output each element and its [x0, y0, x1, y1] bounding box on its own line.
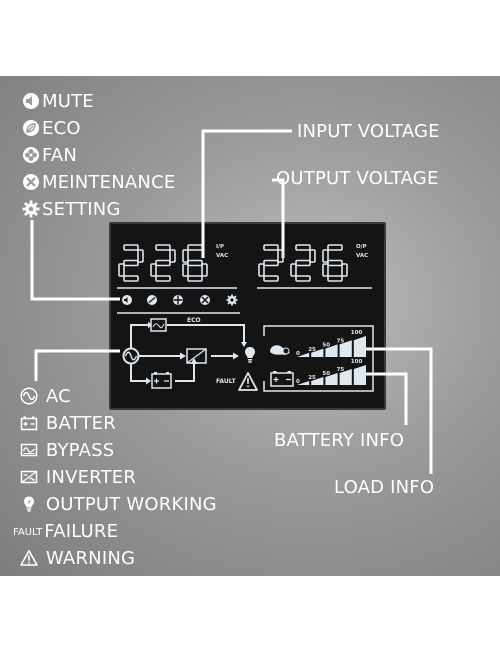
callout-output-voltage: OUTPUT VOLTAGE — [276, 168, 439, 189]
legend-label: SETTING — [42, 199, 121, 220]
legend-label: INVERTER — [45, 467, 137, 488]
battery-bar-graph — [297, 365, 366, 385]
input-tag-bottom: VAC — [216, 253, 228, 259]
lcd-eco-label: ECO — [187, 317, 201, 324]
scale-tick-label: 25 — [308, 375, 316, 381]
lcd-warning-icon — [238, 372, 258, 391]
leader-load — [355, 347, 433, 474]
segment-digit — [258, 244, 284, 282]
segment-digit — [150, 244, 176, 282]
scale-tick-label: 0 — [296, 379, 300, 385]
battery-icon — [20, 416, 38, 431]
lcd-fan-icon — [173, 295, 183, 305]
scale-tick-label: 50 — [322, 371, 330, 377]
bar-segment — [353, 365, 366, 385]
output-voltage-digits — [258, 244, 348, 282]
legend-label: ECO — [42, 118, 81, 139]
legend-label: FAILURE — [44, 521, 119, 542]
callout-load-info: LOAD INFO — [334, 477, 435, 498]
segment-digit — [182, 244, 208, 282]
legend-label: BYPASS — [45, 440, 115, 461]
legend-label: MUTE — [42, 91, 94, 112]
output-tag-top: O/P — [356, 244, 367, 250]
warning-icon — [20, 550, 38, 566]
battery-scale-ticks: 0 25 50 75 100 — [296, 359, 362, 385]
segment-digit — [322, 244, 348, 282]
eco-icon — [23, 120, 39, 136]
legend-battery: BATTER — [20, 414, 116, 434]
legend-maintenance: MEINTENANCE — [22, 173, 175, 193]
segment-digit — [118, 244, 144, 282]
bar-segment — [325, 344, 338, 357]
bar-segment — [339, 369, 352, 385]
inverter-icon — [20, 470, 38, 484]
legend-fan: FAN — [22, 146, 77, 166]
legend-mute: MUTE — [22, 92, 94, 112]
lcd-eco-icon — [147, 295, 157, 305]
legend-label: FAN — [42, 145, 78, 166]
bar-segment — [297, 381, 310, 385]
callout-input-voltage: INPUT VOLTAGE — [297, 121, 440, 142]
leader-setting — [30, 220, 120, 301]
legend-eco: ECO — [22, 119, 81, 139]
legend-label: AC — [45, 386, 71, 407]
leader-input — [201, 129, 292, 258]
lcd-battery-icon — [151, 373, 172, 389]
input-tag-top: I/P — [216, 244, 224, 250]
load-bar-graph — [297, 336, 366, 357]
load-scale-ticks: 0 25 50 75 100 — [296, 330, 362, 357]
bar-segment — [297, 352, 310, 357]
fan-icon — [23, 147, 39, 163]
legend-inverter: INVERTER — [20, 468, 136, 488]
lcd-fault-label: FAULT — [216, 378, 237, 385]
lcd-setting-icon — [226, 294, 238, 306]
scale-tick-label: 100 — [351, 330, 363, 336]
legend-label: WARNING — [45, 548, 136, 569]
bar-segment — [311, 348, 324, 357]
bar-segment — [311, 377, 324, 385]
scale-tick-label: 75 — [337, 367, 345, 373]
legend-setting: SETTING — [22, 200, 121, 220]
lcd-mute-icon — [122, 295, 132, 305]
legend-ac: AC — [20, 387, 71, 407]
legend-label: BATTER — [45, 413, 116, 434]
callout-battery-info: BATTERY INFO — [274, 430, 405, 451]
scale-tick-label: 25 — [308, 347, 316, 353]
fault-text: FAULT — [13, 527, 43, 538]
bar-segment — [339, 340, 352, 357]
maintenance-icon — [23, 174, 39, 190]
ac-icon — [20, 387, 38, 405]
output-tag-bottom: VAC — [356, 253, 368, 259]
lcd-load-icon — [270, 345, 290, 355]
lcd-bulb-icon — [245, 347, 255, 363]
scale-tick-label: 100 — [351, 359, 363, 365]
segment-digit — [290, 244, 316, 282]
mute-icon — [23, 93, 39, 109]
flow-diagram — [122, 318, 245, 389]
legend-label: OUTPUT WORKING — [45, 494, 217, 515]
leader-status — [34, 349, 120, 381]
legend-output-working: OUTPUT WORKING — [20, 495, 217, 515]
scale-tick-label: 75 — [337, 338, 345, 344]
lcd-battery-row-icon — [270, 371, 294, 387]
input-voltage-digits — [118, 244, 208, 282]
bulb-icon — [24, 496, 34, 512]
lcd-maintenance-icon — [200, 295, 210, 305]
scale-tick-label: 0 — [296, 351, 300, 357]
bypass-icon — [20, 443, 38, 457]
bar-segment — [325, 373, 338, 385]
bar-segment — [353, 336, 366, 357]
lcd-icon-row — [122, 294, 238, 306]
legend-bypass: BYPASS — [20, 441, 114, 461]
leader-battery — [355, 372, 408, 425]
setting-icon — [22, 200, 40, 218]
leader-lines — [30, 129, 433, 474]
leader-output — [272, 178, 285, 258]
scale-tick-label: 50 — [322, 343, 330, 349]
legend-warning: WARNING — [20, 549, 135, 569]
legend-label: MEINTENANCE — [42, 172, 176, 193]
